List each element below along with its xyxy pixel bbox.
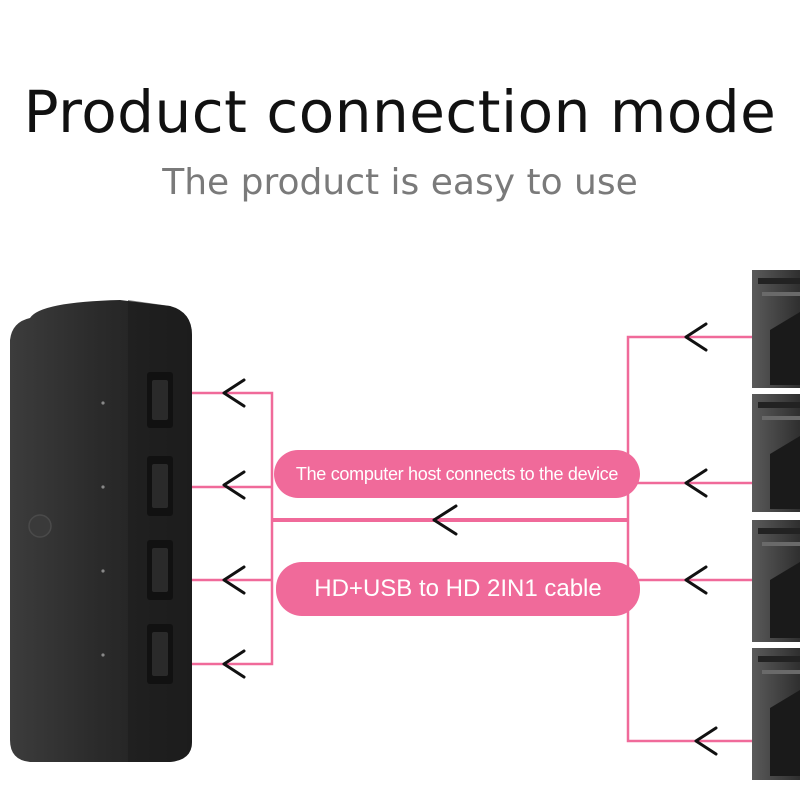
- arrow-left-icon: [684, 322, 708, 352]
- hdmi-port-1-icon: [147, 372, 173, 428]
- arrow-left-icon: [432, 504, 458, 536]
- hdmi-port-4-icon: [147, 624, 173, 684]
- hdmi-port-2-icon: [147, 456, 173, 516]
- arrow-left-icon: [222, 378, 246, 408]
- arrow-left-icon: [222, 649, 246, 679]
- page-title: Product connection mode: [23, 78, 777, 146]
- arrow-left-icon: [222, 565, 246, 595]
- computer-host-2-icon: [752, 394, 800, 512]
- hdmi-port-3-icon: [147, 540, 173, 600]
- computer-host-3-icon: [752, 520, 800, 642]
- page-subtitle: The product is easy to use: [162, 162, 638, 203]
- arrow-icons: [222, 322, 718, 756]
- kvm-switch-device: [10, 300, 192, 762]
- computer-host-1-icon: [752, 270, 800, 388]
- computer-host-4-icon: [752, 648, 800, 780]
- arrow-left-icon: [222, 470, 246, 500]
- arrow-left-icon: [684, 468, 708, 498]
- switch-button-icon: [28, 514, 52, 538]
- connection-lines: [192, 335, 752, 743]
- arrow-left-icon: [684, 565, 708, 595]
- host-connection-label: The computer host connects to the device: [274, 450, 640, 498]
- arrow-left-icon: [694, 726, 718, 756]
- cable-type-label: HD+USB to HD 2IN1 cable: [276, 562, 640, 616]
